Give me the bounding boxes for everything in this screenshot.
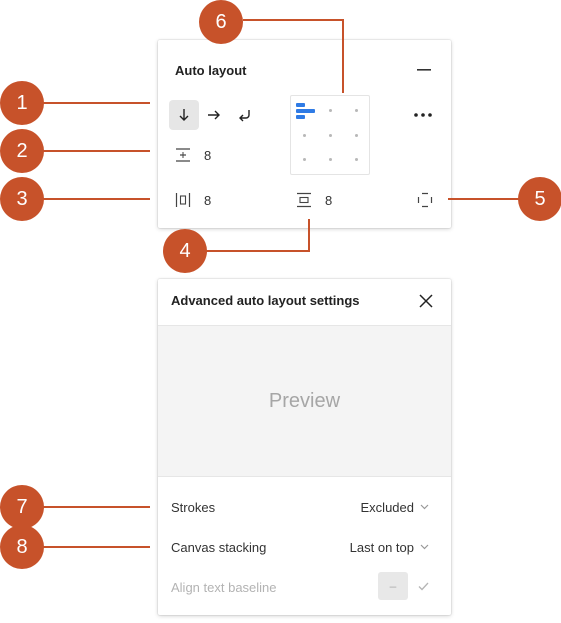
- wrap-icon[interactable]: [229, 100, 259, 130]
- minus-icon[interactable]: [414, 62, 434, 78]
- chevron-down-icon: [420, 502, 429, 513]
- leader-line-7: [42, 506, 150, 508]
- individual-padding-icon[interactable]: [416, 191, 434, 209]
- advanced-title: Advanced auto layout settings: [171, 293, 360, 308]
- align-bar-2: [296, 109, 315, 113]
- callout-7: 7: [0, 485, 44, 529]
- leader-line-2: [42, 150, 150, 152]
- align-baseline-label: Align text baseline: [171, 580, 277, 595]
- leader-line-5: [448, 198, 520, 200]
- align-bar-3: [296, 115, 305, 119]
- strokes-label: Strokes: [171, 500, 216, 515]
- grid-dot[interactable]: [303, 158, 306, 161]
- canvas-stacking-dropdown[interactable]: Last on top: [350, 540, 429, 555]
- item-spacing-value[interactable]: 8: [204, 148, 212, 163]
- chevron-down-icon: [420, 542, 429, 553]
- leader-line-6b: [342, 19, 344, 93]
- callout-3: 3: [0, 177, 44, 221]
- leader-line-6a: [243, 19, 344, 21]
- auto-layout-title: Auto layout: [175, 63, 247, 78]
- check-icon[interactable]: [416, 579, 430, 593]
- grid-dot[interactable]: [329, 134, 332, 137]
- vertical-padding-icon: [296, 192, 312, 208]
- horizontal-padding-icon: [175, 192, 191, 208]
- callout-5: 5: [518, 177, 561, 221]
- leader-line-8: [42, 546, 150, 548]
- leader-line-1: [42, 102, 150, 104]
- callout-6: 6: [199, 0, 243, 44]
- strokes-value: Excluded: [360, 500, 414, 515]
- item-spacing-icon: [175, 147, 191, 163]
- grid-dot[interactable]: [355, 134, 358, 137]
- more-icon[interactable]: [412, 106, 434, 124]
- advanced-settings-panel: Advanced auto layout settings Preview St…: [158, 279, 451, 615]
- preview-area: Preview: [158, 325, 451, 477]
- callout-4: 4: [163, 229, 207, 273]
- canvas-stacking-value: Last on top: [349, 540, 414, 555]
- callout-8: 8: [0, 525, 44, 569]
- baseline-toggle[interactable]: –: [378, 572, 408, 600]
- close-icon[interactable]: [416, 291, 436, 311]
- align-bar-1: [296, 103, 305, 107]
- auto-layout-panel: Auto layout 8 8 8: [158, 40, 451, 228]
- horizontal-padding-value[interactable]: 8: [204, 193, 212, 208]
- callout-1: 1: [0, 81, 44, 125]
- canvas-stacking-label: Canvas stacking: [171, 540, 267, 555]
- grid-dot[interactable]: [329, 158, 332, 161]
- leader-line-4b: [205, 250, 310, 252]
- grid-dot[interactable]: [355, 109, 358, 112]
- vertical-padding-value[interactable]: 8: [325, 193, 333, 208]
- callout-2: 2: [0, 129, 44, 173]
- leader-line-4a: [308, 219, 310, 252]
- leader-line-3: [42, 198, 150, 200]
- grid-dot[interactable]: [355, 158, 358, 161]
- arrow-down-icon[interactable]: [169, 100, 199, 130]
- grid-dot[interactable]: [329, 109, 332, 112]
- strokes-dropdown[interactable]: Excluded: [361, 500, 429, 515]
- alignment-grid[interactable]: [290, 95, 370, 175]
- arrow-right-icon[interactable]: [199, 100, 229, 130]
- grid-dot[interactable]: [303, 134, 306, 137]
